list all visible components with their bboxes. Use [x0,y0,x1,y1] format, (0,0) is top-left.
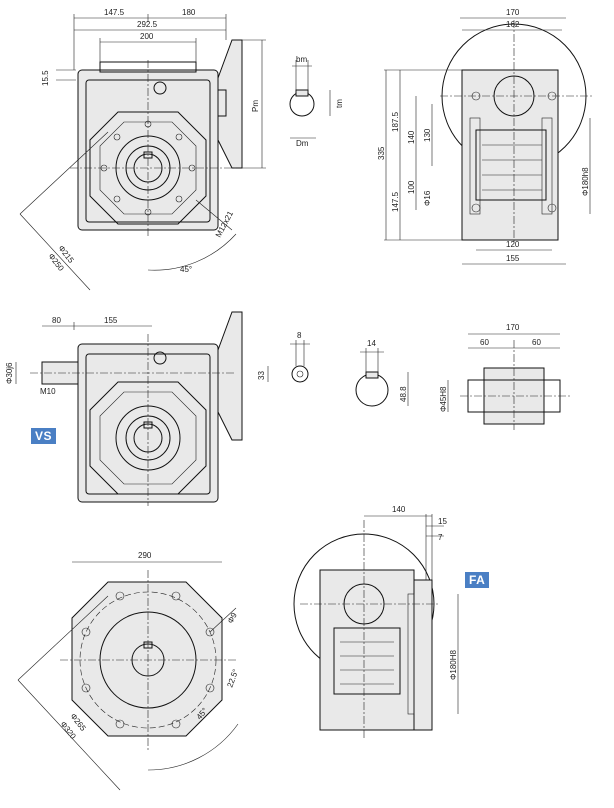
hollow-shaft-view: 170 60 60 Φ45H8 [439,323,570,430]
dim-335: 335 [377,146,386,160]
dim-d9: Φ9 [226,611,239,625]
dim-60a: 60 [480,338,489,347]
badge-fa: FA [465,572,490,588]
angle-22-5: 22.5° [225,668,240,689]
fa-side-view: 140 15 7 Φ180H8 [293,505,459,740]
front-view-main: 147.5 180 292.5 200 15.5 Pm Φ215 Φ250 M1… [19,8,266,291]
vs-front-view: 80 155 Φ30j6 M10 [5,311,243,506]
dim-7: 7 [438,533,443,542]
dim-33: 33 [257,371,266,380]
angle-45: 45° [180,265,192,274]
dim-15: 15 [438,517,447,526]
dim-d180h8: Φ180h8 [581,167,590,196]
dim-80: 80 [52,316,61,325]
dim-162: 162 [506,20,520,29]
dim-130: 130 [423,128,432,142]
dim-187-5: 187.5 [391,111,400,132]
dim-200: 200 [140,32,154,41]
dim-140b: 140 [392,505,406,514]
dim-290: 290 [138,551,152,560]
flange-view: 290 Φ9 22.5° 45° Φ265 Φ320 [17,551,240,791]
label-m10: M10 [40,387,56,396]
dim-dm: Dm [296,139,309,148]
dim-48-8: 48.8 [399,386,408,402]
dim-d180H8: Φ180H8 [449,649,458,680]
bore-section: 14 48.8 [355,339,409,407]
dim-155b: 155 [104,316,118,325]
dim-180: 180 [182,8,196,17]
side-view-right: 170 162 335 187.5 140 130 100 147.5 Φ16 … [377,8,594,265]
badge-vs: VS [31,428,57,444]
dim-pm: Pm [251,100,260,112]
dim-8: 8 [297,331,302,340]
shaft-section-top: bm tm Dm [289,55,344,148]
dim-60b: 60 [532,338,541,347]
dim-120: 120 [506,240,520,249]
shaft-end-small: 8 33 [257,331,310,383]
dim-14: 14 [367,339,376,348]
dim-100: 100 [407,180,416,194]
dim-292-5: 292.5 [137,20,158,29]
dim-147-5b: 147.5 [391,191,400,212]
dim-d30j6: Φ30j6 [5,362,14,384]
dim-147-5: 147.5 [104,8,125,17]
dim-155: 155 [506,254,520,263]
dim-bm: bm [296,55,307,64]
dim-tm: tm [335,99,344,108]
dim-170: 170 [506,8,520,17]
dim-170b: 170 [506,323,520,332]
dim-d45h8: Φ45H8 [439,386,448,412]
dim-d16: Φ16 [423,190,432,206]
dim-15-5: 15.5 [41,70,50,86]
dim-140: 140 [407,130,416,144]
